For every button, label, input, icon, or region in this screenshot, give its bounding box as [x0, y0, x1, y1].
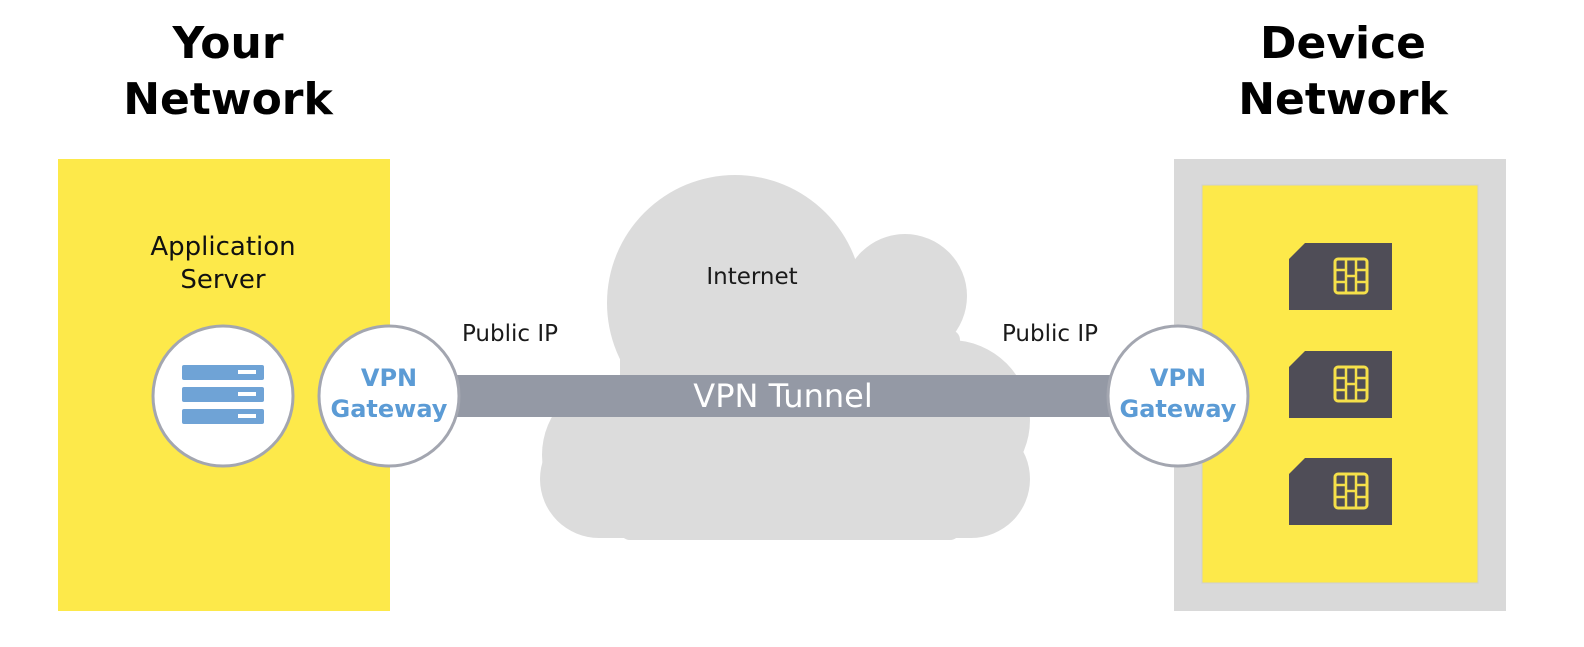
sim-card-group — [1289, 243, 1392, 525]
left-vpn-gateway-label-line1: VPN — [361, 364, 417, 392]
left-public-ip-label: Public IP — [462, 321, 558, 347]
right-vpn-gateway-label-line1: VPN — [1150, 364, 1206, 392]
sim-card-icon — [1289, 458, 1392, 525]
left-vpn-gateway-label-line2: Gateway — [331, 395, 448, 423]
sim-card-icon — [1289, 243, 1392, 310]
internet-cloud — [540, 175, 1030, 540]
right-vpn-gateway-label-line2: Gateway — [1120, 395, 1237, 423]
device-network-title-line1: Device — [1260, 18, 1426, 69]
application-server-label-line2: Server — [180, 265, 266, 295]
your-network-title-line2: Network — [123, 74, 334, 125]
left-vpn-gateway-node — [317, 324, 461, 468]
vpn-tunnel — [455, 375, 1115, 417]
your-network-title-line1: Your — [171, 18, 283, 69]
right-public-ip-label: Public IP — [1002, 321, 1098, 347]
internet-label: Internet — [706, 264, 797, 290]
server-icon — [182, 365, 264, 424]
vpn-tunnel-label: VPN Tunnel — [693, 377, 872, 415]
application-server-label-line1: Application — [150, 232, 295, 262]
device-network-title-line2: Network — [1238, 74, 1449, 125]
sim-card-icon — [1289, 351, 1392, 418]
right-vpn-gateway-node — [1106, 324, 1250, 468]
